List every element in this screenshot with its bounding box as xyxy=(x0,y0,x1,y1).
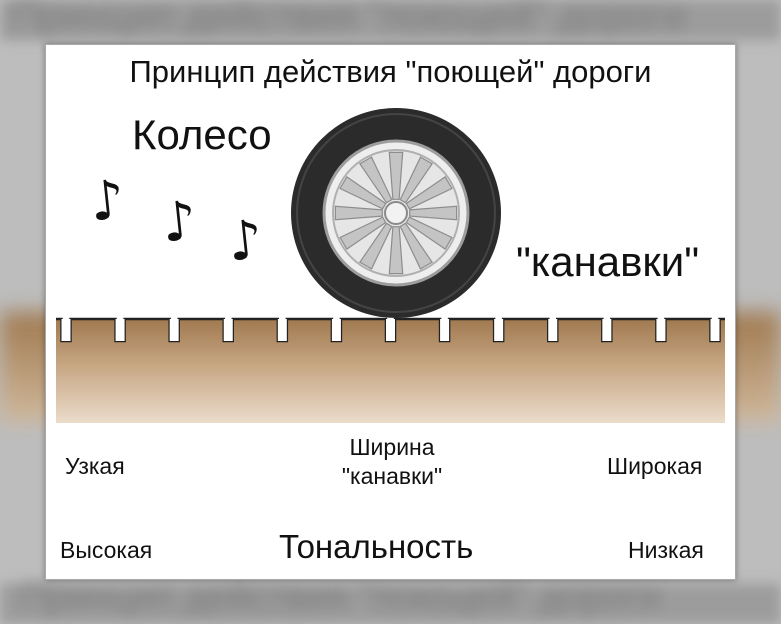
road-grooves xyxy=(61,319,720,341)
grooves-label: "канавки" xyxy=(516,238,700,285)
rim-spoke xyxy=(339,216,387,250)
rim-spoke xyxy=(339,176,387,210)
music-note-icon: ♪ xyxy=(86,167,128,234)
backdrop-title-top: Принцип действия "поющей" дороги xyxy=(12,0,686,38)
tone-scale-low-label: Низкая xyxy=(628,537,704,563)
width-scale-wide-label: Широкая xyxy=(607,453,703,479)
rim-spoke xyxy=(399,156,433,204)
road-groove xyxy=(223,319,233,341)
road-groove xyxy=(61,319,71,341)
backdrop-bottom-strip xyxy=(0,584,781,624)
diagram-card: Принцип действия "поющей" дороги Колесо … xyxy=(45,44,736,580)
road-groove xyxy=(602,319,612,341)
rim-spoke xyxy=(405,176,453,210)
road-groove xyxy=(494,319,504,341)
rim-spoke xyxy=(334,205,383,221)
rim-spoke xyxy=(409,205,458,221)
music-note-icon: ♪ xyxy=(158,188,200,255)
rim-spoke xyxy=(359,222,393,270)
diagram-drawing xyxy=(56,108,725,553)
music-note-icon: ♪ xyxy=(224,207,266,274)
wheel xyxy=(291,108,501,318)
road-groove xyxy=(386,319,395,341)
road-groove xyxy=(277,319,287,341)
width-scale-narrow-label: Узкая xyxy=(65,453,125,479)
road-groove xyxy=(548,319,558,341)
road-groove xyxy=(710,319,720,341)
tire-highlight xyxy=(296,113,496,313)
width-scale-title-line2: "канавки" xyxy=(341,463,443,489)
road-groove xyxy=(440,319,450,341)
width-scale-title-line1: Ширина xyxy=(349,434,435,460)
road-groove xyxy=(331,319,341,341)
road-groove xyxy=(115,319,125,341)
wheel-hub xyxy=(384,201,408,225)
rim-spoke xyxy=(359,156,393,204)
road-groove xyxy=(169,319,179,341)
tone-scale-high-label: Высокая xyxy=(60,537,153,563)
rim-spokes xyxy=(334,151,458,275)
width-scale-title: Ширина "канавки" xyxy=(312,433,472,491)
backdrop-top-strip xyxy=(0,0,781,40)
rim-spoke xyxy=(388,226,404,275)
tone-scale-title: Тональность xyxy=(279,528,474,565)
rim-spoke xyxy=(399,222,433,270)
rim-spoke xyxy=(388,151,404,200)
road-groove xyxy=(656,319,666,341)
backdrop-title-bottom: Принцип действия "поющей" дороги xyxy=(20,576,660,618)
rim-spoke xyxy=(405,216,453,250)
wheel-label: Колесо xyxy=(132,111,272,158)
diagram-title: Принцип действия "поющей" дороги xyxy=(129,54,652,89)
